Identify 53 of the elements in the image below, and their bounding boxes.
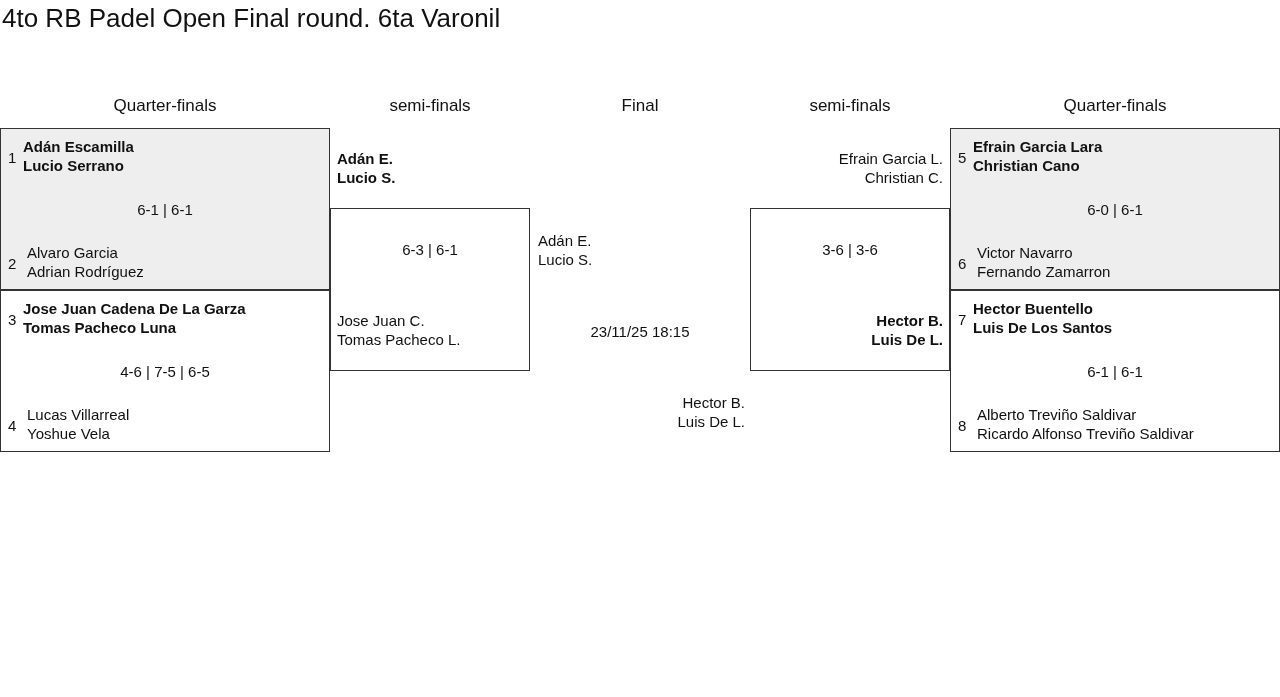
player-name: Fernando Zamarron — [977, 262, 1111, 281]
player-name: Victor Navarro — [977, 243, 1073, 262]
player-name: Ricardo Alfonso Treviño Saldivar — [977, 424, 1194, 443]
player-name: Lucio S. — [337, 168, 396, 187]
player-name: Hector B. — [682, 393, 745, 412]
player-name: Christian Cano — [973, 156, 1080, 175]
player-name: Christian C. — [864, 168, 943, 187]
match-score: 6-0 | 6-1 — [1086, 200, 1144, 219]
player-name: Hector Buentello — [973, 299, 1093, 318]
player-name: Alvaro Garcia — [27, 243, 118, 262]
player-name: Adán E. — [538, 231, 592, 250]
player-name: Adán Escamilla — [23, 137, 134, 156]
player-name: Luis De L. — [871, 330, 943, 349]
player-name: Lucio Serrano — [23, 156, 124, 175]
seed-number: 2 — [8, 254, 17, 273]
player-name: Tomas Pacheco L. — [337, 330, 461, 349]
round-heading: Quarter-finals — [112, 96, 218, 115]
match-score: 6-1 | 6-1 — [1086, 362, 1144, 381]
match-score: 3-6 | 3-6 — [821, 240, 879, 259]
player-name: Luis De Los Santos — [973, 318, 1113, 337]
player-name: Efrain Garcia Lara — [973, 137, 1103, 156]
match-box — [0, 290, 330, 452]
round-heading: semi-finals — [808, 96, 892, 115]
seed-number: 8 — [958, 416, 967, 435]
player-name: Adrian Rodríguez — [27, 262, 144, 281]
player-name: Efrain Garcia L. — [838, 149, 943, 168]
seed-number: 7 — [958, 310, 967, 329]
match-box — [950, 128, 1280, 290]
title: 4to RB Padel Open Final round. 6ta Varonil — [2, 2, 501, 34]
match-date: 23/11/25 18:15 — [589, 322, 691, 341]
player-name: Lucio S. — [538, 250, 593, 269]
player-name: Luis De L. — [677, 412, 745, 431]
player-name: Alberto Treviño Saldivar — [977, 405, 1137, 424]
match-box — [0, 128, 330, 290]
match-score: 4-6 | 7-5 | 6-5 — [119, 362, 211, 381]
round-heading: Quarter-finals — [1062, 96, 1168, 115]
seed-number: 1 — [8, 148, 17, 167]
seed-number: 5 — [958, 148, 967, 167]
match-score: 6-3 | 6-1 — [401, 240, 459, 259]
player-name: Yoshue Vela — [27, 424, 110, 443]
player-name: Jose Juan Cadena De La Garza — [23, 299, 246, 318]
match-box — [950, 290, 1280, 452]
player-name: Lucas Villarreal — [27, 405, 130, 424]
player-name: Jose Juan C. — [337, 311, 425, 330]
round-heading: semi-finals — [388, 96, 472, 115]
player-name: Adán E. — [337, 149, 393, 168]
seed-number: 3 — [8, 310, 17, 329]
round-heading: Final — [620, 96, 660, 115]
seed-number: 6 — [958, 254, 967, 273]
player-name: Tomas Pacheco Luna — [23, 318, 177, 337]
seed-number: 4 — [8, 416, 17, 435]
match-score: 6-1 | 6-1 — [136, 200, 194, 219]
player-name: Hector B. — [876, 311, 943, 330]
